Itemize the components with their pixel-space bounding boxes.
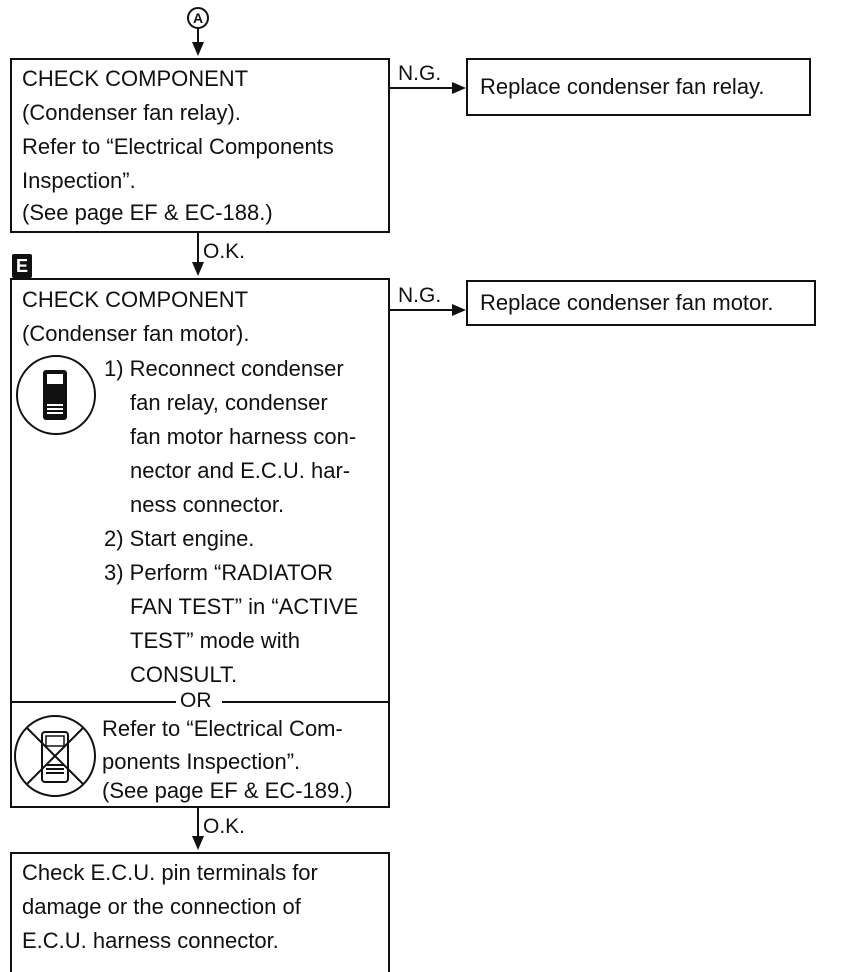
box2-ok-label: O.K. xyxy=(203,815,246,838)
box1-ok-line xyxy=(197,233,199,263)
box2-step-line-3: fan motor harness con- xyxy=(130,424,357,449)
box3-line-1: Check E.C.U. pin terminals for xyxy=(22,860,318,885)
box2-title-1: CHECK COMPONENT xyxy=(22,287,249,312)
or-divider-right xyxy=(222,701,390,703)
box2-step-line-9: TEST” mode with xyxy=(130,628,300,653)
replace-fan-relay-box xyxy=(466,58,811,116)
box2-step-line-5: ness connector. xyxy=(130,492,285,517)
box2-alt-line-3: (See page EF & EC-189.) xyxy=(102,778,353,803)
box2-ok-line xyxy=(197,808,199,838)
box1-line-1: CHECK COMPONENT xyxy=(22,66,249,91)
consult-tester-icon xyxy=(16,355,96,435)
box2-step-line-10: CONSULT. xyxy=(130,662,238,687)
box1-line-2: (Condenser fan relay). xyxy=(22,100,241,125)
box2-step-line-6: 2) Start engine. xyxy=(104,526,255,551)
box2-ng-label: N.G. xyxy=(398,284,442,307)
box1-ng-arrow xyxy=(452,82,466,94)
box3-line-2: damage or the connection of xyxy=(22,894,301,919)
box2-ng-arrow xyxy=(452,304,466,316)
box1-ng-line xyxy=(390,87,454,89)
or-label: OR xyxy=(180,689,212,712)
box2-step-line-8: FAN TEST” in “ACTIVE xyxy=(130,594,359,619)
box2-step-line-7: 3) Perform “RADIATOR xyxy=(104,560,333,585)
box2-ok-arrow xyxy=(192,836,204,850)
box3-line-3: E.C.U. harness connector. xyxy=(22,928,279,953)
box2-title-2: (Condenser fan motor). xyxy=(22,321,250,346)
connector-a-circle: A xyxy=(187,7,209,29)
box1-line-5: (See page EF & EC-188.) xyxy=(22,200,273,225)
box2-ng-line xyxy=(390,309,454,311)
box1-ok-label: O.K. xyxy=(203,240,246,263)
replace-fan-motor-box xyxy=(466,280,816,326)
box2-alt-line-2: ponents Inspection”. xyxy=(102,749,301,774)
box2-alt-line-1: Refer to “Electrical Com- xyxy=(102,716,343,741)
box1-ng-label: N.G. xyxy=(398,62,442,85)
box1-ok-arrow xyxy=(192,262,204,276)
check-ecu-terminals-box xyxy=(10,852,390,972)
box1-line-4: Inspection”. xyxy=(22,168,136,193)
connector-a-arrow xyxy=(192,42,204,56)
replace-fan-relay-text: Replace condenser fan relay. xyxy=(480,74,765,99)
box1-line-3: Refer to “Electrical Components xyxy=(22,134,334,159)
step-e-badge: E xyxy=(12,254,32,278)
replace-fan-motor-text: Replace condenser fan motor. xyxy=(480,290,774,315)
connector-a-line xyxy=(197,29,199,43)
box2-step-line-1: 1) Reconnect condenser xyxy=(104,356,344,381)
box2-step-line-2: fan relay, condenser xyxy=(130,390,328,415)
or-divider-left xyxy=(10,701,176,703)
no-consult-tester-icon xyxy=(14,715,96,797)
box2-step-line-4: nector and E.C.U. har- xyxy=(130,458,351,483)
check-fan-relay-box xyxy=(10,58,390,233)
